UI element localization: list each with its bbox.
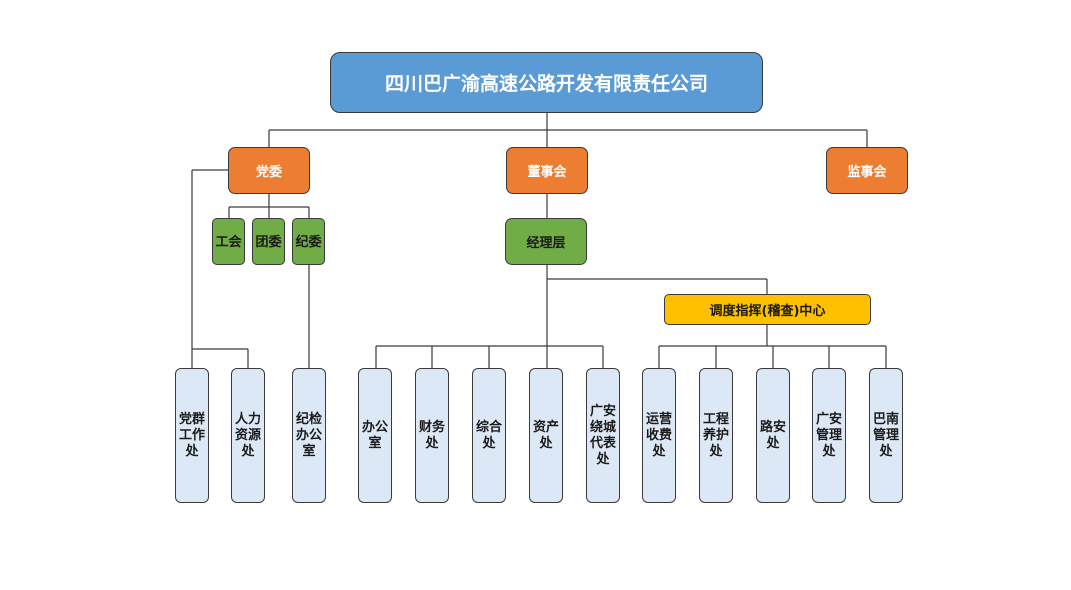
dispatch-center-node: 调度指挥(稽查)中心 xyxy=(664,294,871,325)
dept-node: 办公室 xyxy=(358,368,392,503)
management-node: 经理层 xyxy=(505,218,587,265)
dept-node: 财务处 xyxy=(415,368,449,503)
dept-node: 综合处 xyxy=(472,368,506,503)
dept-node: 人力资源处 xyxy=(231,368,265,503)
discipline-committee-node: 纪委 xyxy=(292,218,325,265)
board-node: 董事会 xyxy=(506,147,588,194)
dept-node: 党群工作处 xyxy=(175,368,209,503)
supervisory-board-node: 监事会 xyxy=(826,147,908,194)
union-node: 工会 xyxy=(212,218,245,265)
dept-node: 路安处 xyxy=(756,368,790,503)
org-root-node: 四川巴广渝高速公路开发有限责任公司 xyxy=(330,52,763,113)
party-committee-node: 党委 xyxy=(228,147,310,194)
youth-league-node: 团委 xyxy=(252,218,285,265)
dept-node: 巴南管理处 xyxy=(869,368,903,503)
dept-node: 资产处 xyxy=(529,368,563,503)
dept-node: 运营收费处 xyxy=(642,368,676,503)
dept-node: 广安管理处 xyxy=(812,368,846,503)
dept-node: 广安绕城代表处 xyxy=(586,368,620,503)
dept-node: 纪检办公室 xyxy=(292,368,326,503)
dept-node: 工程养护处 xyxy=(699,368,733,503)
